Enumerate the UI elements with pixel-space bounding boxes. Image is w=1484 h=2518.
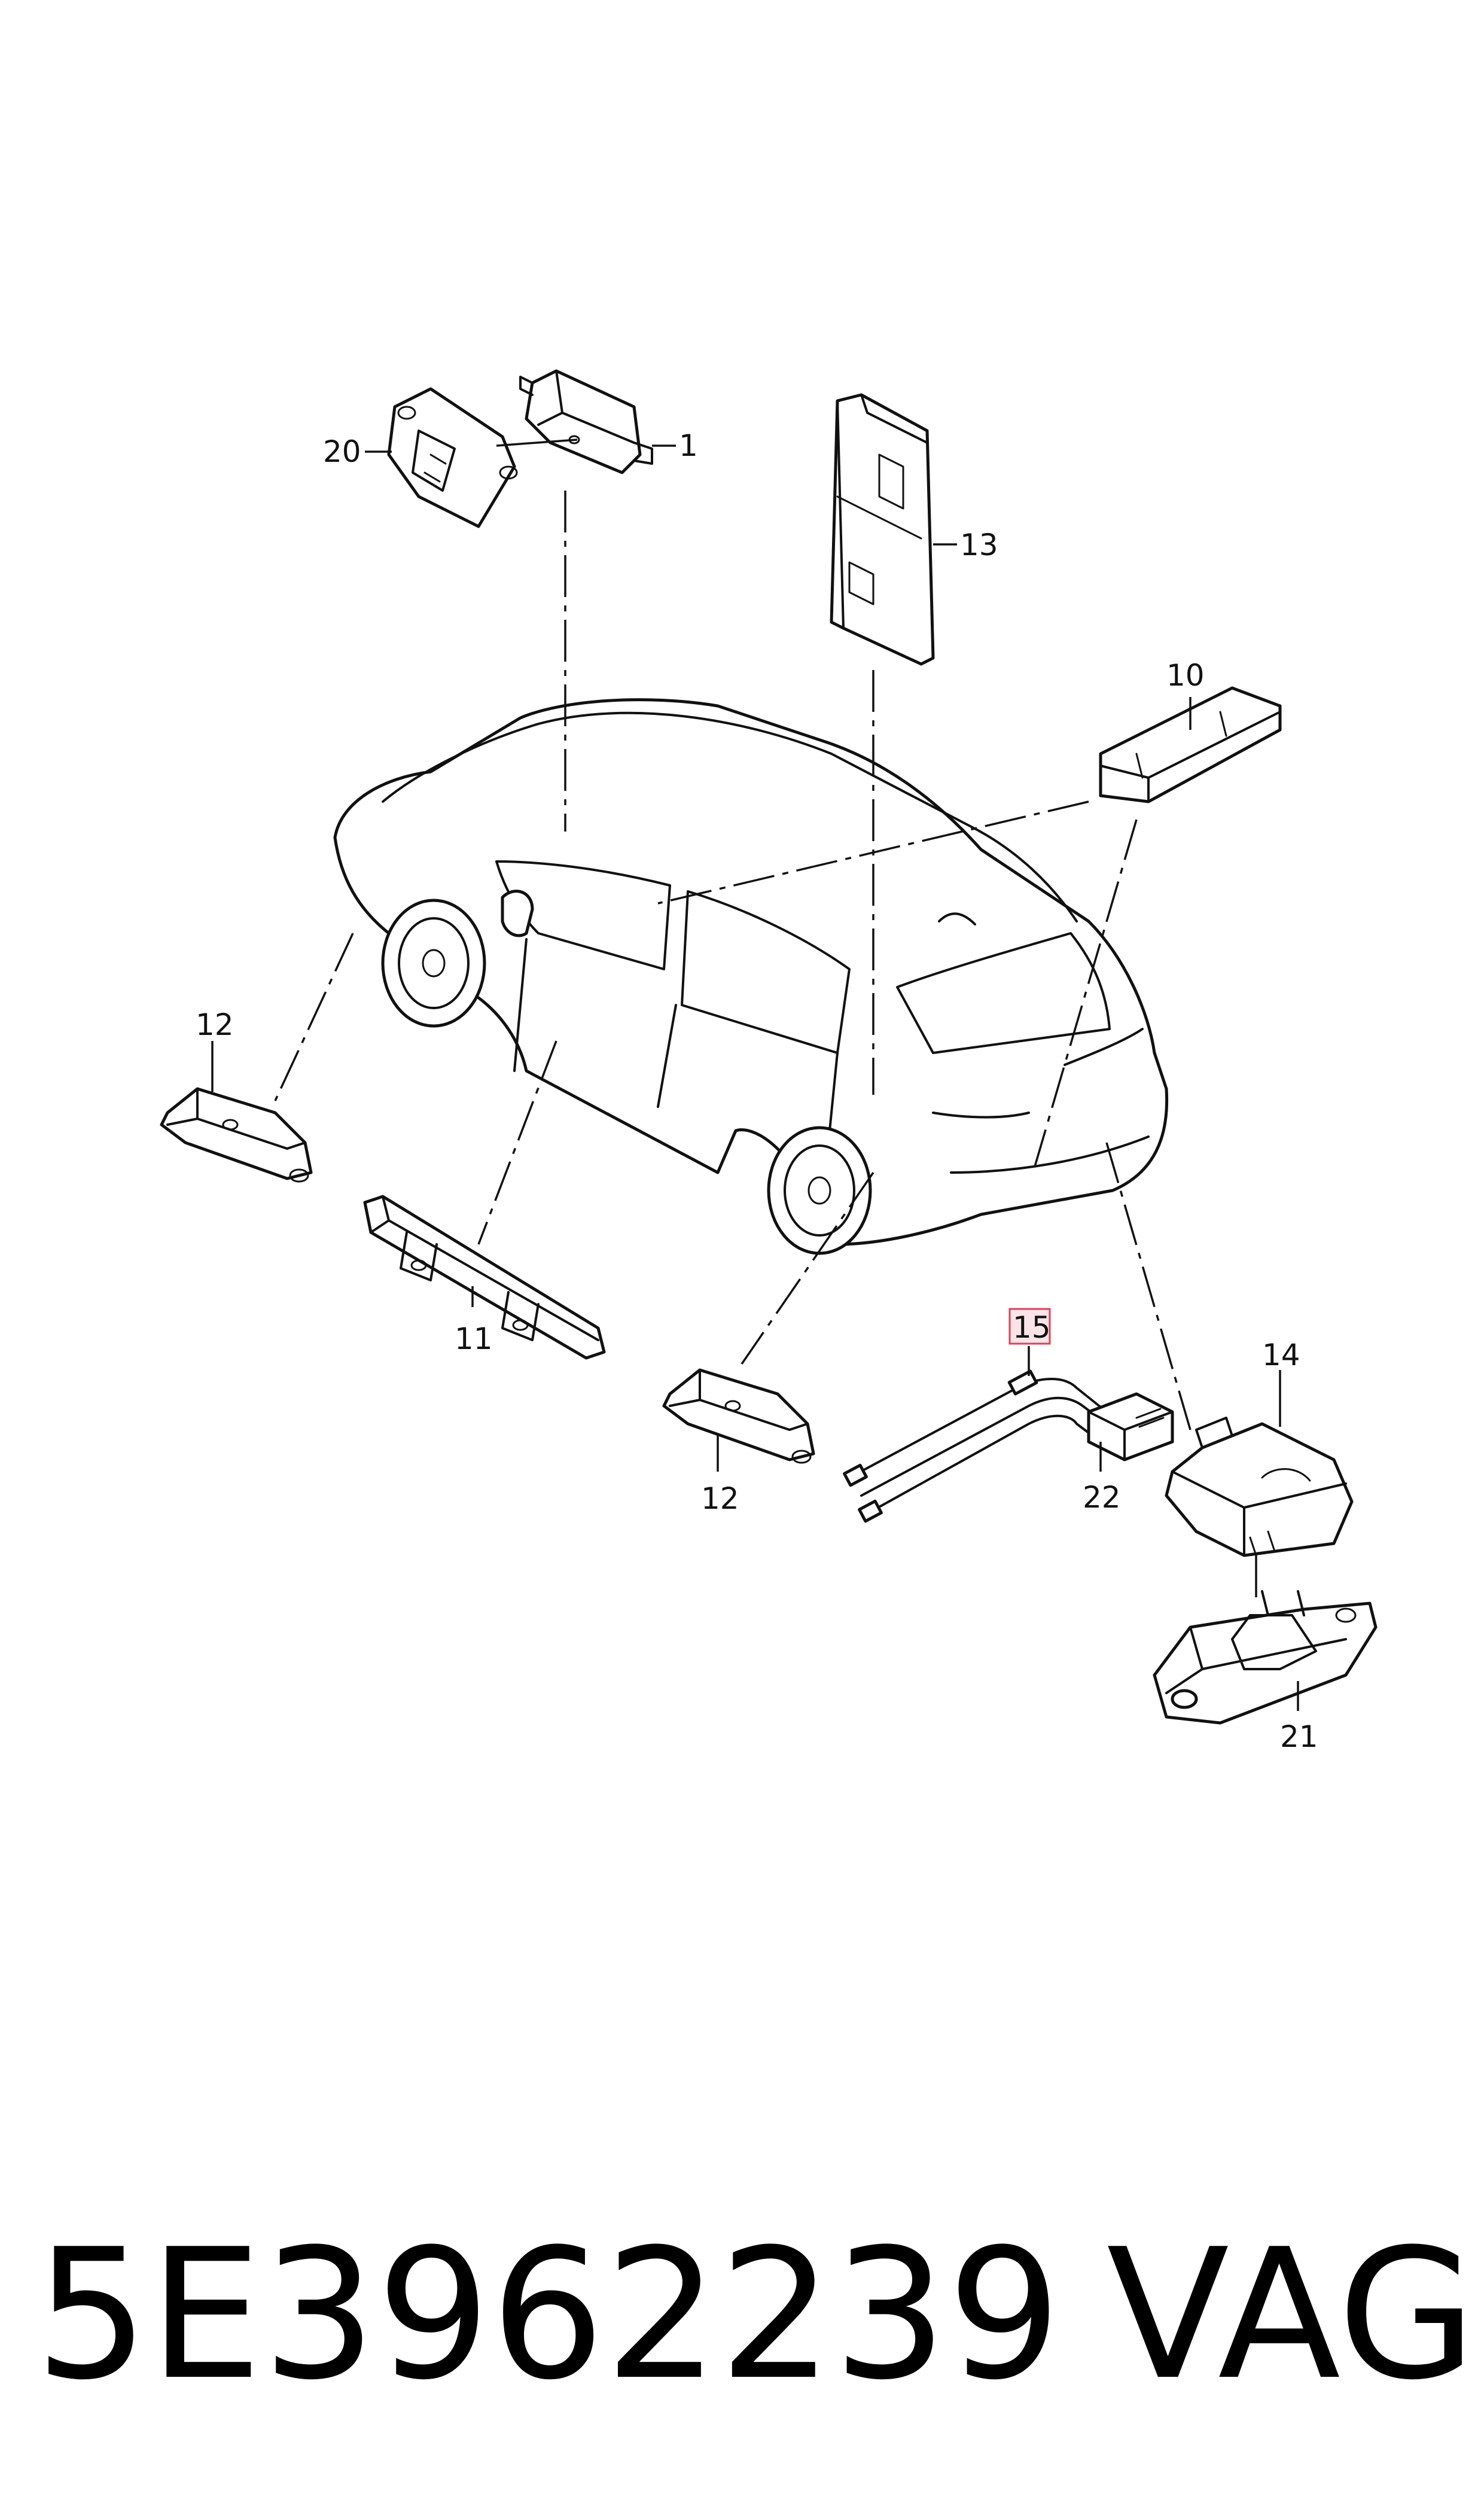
callout-15-highlight	[1008, 1308, 1051, 1345]
callout-13: 13	[960, 528, 998, 562]
callout-11: 11	[455, 1322, 493, 1356]
callout-ticks	[211, 439, 1299, 1711]
callout-21: 21	[1280, 1719, 1318, 1754]
part-1-control-unit	[519, 369, 653, 474]
callout-22: 22	[1083, 1480, 1121, 1515]
leader-lines	[274, 491, 1257, 1603]
part-11-bracket	[363, 1195, 606, 1360]
callout-labels: 20 1 13 10 12 11 12 15 22 14 21	[196, 428, 1318, 1754]
callout-12-top: 12	[196, 1007, 234, 1042]
part-number: 5E3962239	[35, 2211, 1062, 2419]
callout-10: 10	[1166, 658, 1205, 693]
part-14-amplifier	[1165, 1417, 1354, 1557]
parts-diagram: 20 1 13 10 12 11 12 15 22 14 21	[160, 369, 1378, 1754]
part-13-module	[830, 393, 935, 666]
part-22-connector	[1087, 1392, 1174, 1462]
callout-14: 14	[1262, 1338, 1300, 1372]
brand-label: VAG	[1107, 2211, 1477, 2419]
callout-12-bottom: 12	[701, 1481, 739, 1516]
car-illustration	[333, 698, 1169, 1255]
callout-15: 15	[1013, 1310, 1051, 1345]
part-21-mount	[1153, 1590, 1378, 1725]
part-12-antenna-top	[160, 1087, 313, 1183]
part-15-cable	[843, 1369, 1108, 1523]
part-20-bracket	[387, 387, 518, 528]
callout-20: 20	[323, 434, 361, 469]
part-10-antenna	[1099, 686, 1282, 803]
callout-1: 1	[679, 428, 698, 463]
part-12-antenna-bottom	[662, 1368, 815, 1464]
